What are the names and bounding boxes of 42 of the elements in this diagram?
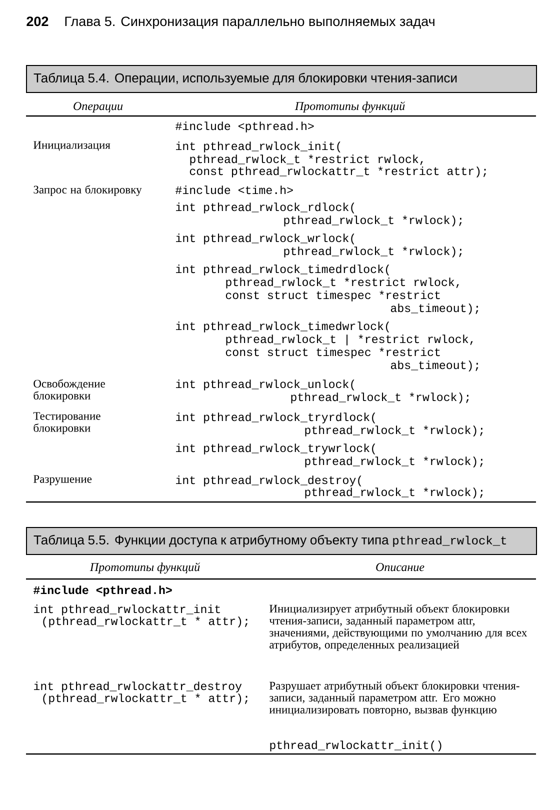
- code-line: pthread_rwlock_t *rwlock);: [284, 246, 462, 258]
- row-label: Освобождение блокировки: [34, 379, 105, 402]
- code-line: int pthread_rwlock_rdlock(: [176, 202, 354, 214]
- code-line: int pthread_rwlock_init(: [176, 142, 340, 152]
- code-line: #include <pthread.h>: [176, 122, 314, 132]
- code-line: int pthread_rwlock_unlock(: [176, 380, 354, 390]
- code-line: int pthread_rwlock_tryrdlock(: [176, 412, 376, 424]
- code-line: #include <time.h>: [176, 186, 293, 194]
- code-line: const struct timespec *restrict: [226, 348, 440, 358]
- code-line: int pthread_rwlock_timedrdlock(: [176, 264, 390, 276]
- row-label: Тестирование блокировки: [33, 412, 100, 434]
- code-line: int pthread_rwlock_trywrlock(: [176, 444, 376, 454]
- running-header: Глава 5. Синхронизация параллельно выполняемых задач: [65, 16, 434, 29]
- code-line: const struct timespec *restrict: [226, 290, 440, 302]
- code-line: pthread_rwlock_t *rwlock);: [305, 426, 483, 436]
- description-text: Инициализирует атрибутный объект блокировки чтения-записи, заданный параметром attr, значениями, действующими по умолчанию для всех атрибутов, определенных реализацией: [269, 604, 528, 651]
- code-line: pthread_rwlockattr_init(): [270, 740, 442, 752]
- code-line: abs_timeout);: [390, 360, 478, 372]
- table-caption: Таблица 5.4. Операции, используемые для блокировки чтения-записи: [26, 65, 537, 93]
- code-line: abs_timeout);: [390, 304, 478, 314]
- code-line: pthread_rwlock_t *rwlock);: [291, 392, 469, 404]
- code-line: int pthread_rwlock_destroy(: [176, 476, 362, 486]
- row-label: Запрос на блокировку: [34, 185, 142, 196]
- table-caption: Таблица 5.5. Функции доступа к атрибутному объекту типа pthread_rwlock_t: [26, 527, 537, 555]
- code-line: int pthread_rwlockattr_destroy: [34, 682, 242, 692]
- code-line: (pthread_rwlockattr_t * attr);: [43, 616, 248, 628]
- code-line: #include <pthread.h>: [34, 586, 172, 596]
- code-line: pthread_rwlock_t *restrict rwlock,: [190, 154, 423, 166]
- code-line: (pthread_rwlockattr_t * attr);: [43, 694, 248, 704]
- code-line: const pthread_rwlockattr_t *restrict attr);: [190, 166, 486, 178]
- code-line: pthread_rwlock_t | *restrict rwlock,: [226, 334, 473, 346]
- row-label: Разрушение: [34, 475, 92, 486]
- code-line: pthread_rwlock_t *rwlock);: [284, 216, 462, 226]
- code-line: pthread_rwlock_t *rwlock);: [305, 456, 483, 468]
- code-line: pthread_rwlock_t *rwlock);: [305, 488, 483, 498]
- code-line: int pthread_rwlock_timedwrlock(: [176, 322, 390, 332]
- page-number: 202: [26, 16, 48, 26]
- code-line: int pthread_rwlock_wrlock(: [176, 234, 354, 244]
- row-label: Инициализация: [34, 141, 110, 151]
- code-line: int pthread_rwlockattr_init: [34, 604, 220, 616]
- description-text: Разрушает атрибутный объект блокировки чтения-записи, заданный параметром attr. Его можно инициализировать повторно, вызвав функцию: [269, 681, 520, 716]
- code-line: pthread_rwlock_t *restrict rwlock,: [226, 278, 459, 288]
